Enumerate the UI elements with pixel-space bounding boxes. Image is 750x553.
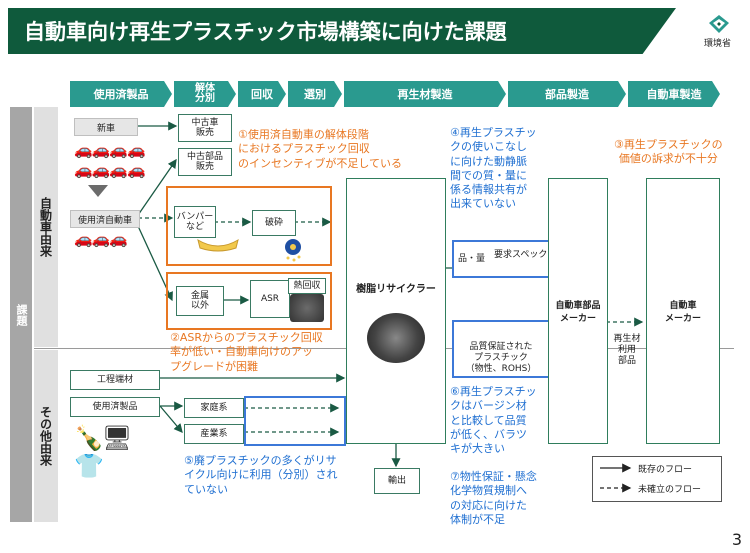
issue-6-text: ⑥再生プラスチッ クはバージン材 と比較して品質 が低く、バラツ キが大きい bbox=[450, 385, 537, 456]
issue-2-text: ②ASRからのプラスチック回収 率が低い・自動車向けのアッ プグレードが困難 bbox=[170, 331, 323, 373]
stage-sorting: 選別 bbox=[288, 81, 342, 107]
legend-unestablished-label: 未確立のフロー bbox=[638, 485, 702, 495]
recycled-parts-label: 再生材 利用 部品 bbox=[613, 334, 641, 366]
bumper-icon bbox=[197, 238, 239, 252]
quality-assured-label: 品質保証された プラスチック （物性、ROHS） bbox=[465, 342, 537, 374]
issue-2-region bbox=[166, 272, 332, 330]
issue-1-text: ①使用済自動車の解体段階 におけるプラスチック回収 のインセンティブが不足してい… bbox=[238, 128, 403, 170]
stage-recycled-material: 再生材製造 bbox=[344, 81, 506, 107]
recycler-box: 樹脂リサイクラー bbox=[346, 178, 446, 444]
crusher-icon bbox=[285, 239, 301, 262]
export-box: 輸出 bbox=[374, 468, 420, 494]
sidebar-other-origin: その他由来 bbox=[34, 350, 58, 522]
sidebar-issues: 課題 bbox=[10, 107, 32, 522]
quality-assured-box: 品質保証された プラスチック （物性、ROHS） bbox=[452, 320, 550, 378]
new-car-label: 新車 bbox=[74, 118, 138, 136]
parts-maker-box: 自動車部品 メーカー bbox=[548, 178, 608, 444]
stage-collection: 回収 bbox=[238, 81, 286, 107]
bumper-box: バンパー など bbox=[174, 206, 216, 238]
metal-box: 金属 以外 bbox=[176, 286, 224, 316]
ministry-logo-icon bbox=[709, 15, 729, 33]
page-title: 自動車向け再生プラスチック市場構築に向けた課題 bbox=[24, 20, 507, 44]
factory-scrap-box: 工程端材 bbox=[70, 370, 160, 390]
used-car-icons: 🚗🚗🚗 bbox=[74, 230, 128, 248]
asr-debris-image bbox=[290, 294, 324, 322]
used-car-label: 使用済自動車 bbox=[70, 210, 140, 228]
ministry-name: 環境省 bbox=[704, 39, 732, 49]
stage-dismantle: 解体 分別 bbox=[174, 81, 236, 107]
issue-4-text: ④再生プラスチッ クの使いこなし に向けた動静脈 間での質・量に 係る情報共有が… bbox=[450, 126, 537, 211]
industrial-box: 産業系 bbox=[184, 424, 244, 444]
spec-info-box: 品・量 要求スペック bbox=[452, 240, 550, 278]
used-parts-sales-box: 中古部品 販売 bbox=[178, 148, 232, 176]
used-car-sales-box: 中古車 販売 bbox=[178, 114, 232, 142]
issue-7-text: ⑦物性保証・懸念 化学物質規制へ の対応に向けた 体制が不足 bbox=[450, 470, 537, 526]
page-number: 3 bbox=[731, 530, 742, 549]
required-spec-label: 要求スペック bbox=[494, 250, 548, 260]
crush-box: 破砕 bbox=[252, 210, 296, 236]
asr-box: ASR bbox=[250, 280, 290, 318]
household-box: 家庭系 bbox=[184, 398, 244, 418]
quality-quantity-label: 品・量 bbox=[458, 254, 486, 264]
issue-3-text: ③再生プラスチックの 価値の訴求が不十分 bbox=[614, 138, 723, 166]
sidebar-auto-origin: 自動車由来 bbox=[34, 107, 58, 347]
stage-parts: 部品製造 bbox=[508, 81, 626, 107]
issue-5-text: ⑤廃プラスチックの多くがリサ イクル向けに利用（分別）され ていない bbox=[184, 454, 338, 496]
title-bar bbox=[8, 8, 676, 54]
issue-5-region bbox=[244, 396, 346, 446]
used-products-box: 使用済製品 bbox=[70, 397, 160, 417]
heat-recovery-label: 熱回収 bbox=[288, 278, 326, 294]
stage-used-products: 使用済製品 bbox=[70, 81, 172, 107]
issue-1-region bbox=[166, 186, 332, 266]
legend-box bbox=[592, 456, 722, 502]
car-maker-box: 自動車 メーカー bbox=[646, 178, 720, 444]
legend-existing-label: 既存のフロー bbox=[638, 465, 693, 475]
recycler-label: 樹脂リサイクラー bbox=[356, 283, 436, 295]
recycled-pellets-image bbox=[367, 312, 425, 363]
products-icons: 🍾🖥👕 bbox=[74, 424, 132, 480]
stage-car: 自動車製造 bbox=[628, 81, 720, 107]
new-car-icons: 🚗🚗🚗🚗🚗🚗🚗🚗 bbox=[74, 141, 146, 179]
